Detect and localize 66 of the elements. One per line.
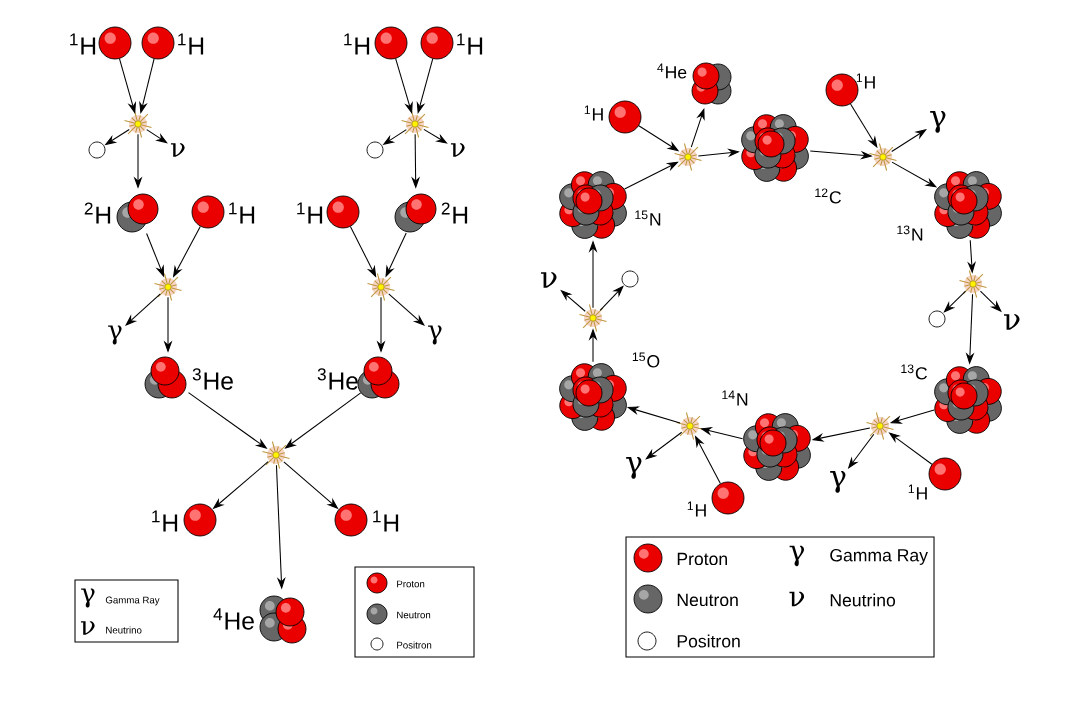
arrow — [146, 129, 168, 144]
nucleus-label: $^{14}$N — [722, 390, 748, 406]
arrow — [891, 129, 927, 152]
particle-symbol: γ — [108, 325, 122, 345]
positron-ball — [366, 141, 384, 159]
nucleus-label: $^{1}$H — [70, 33, 96, 55]
nucleus-label: $^{4}$He — [657, 63, 687, 79]
legend-text: Proton — [677, 552, 727, 566]
nucleus-label: $^{1}$H — [229, 202, 255, 224]
nucleus-label: $^{13}$C — [901, 364, 927, 380]
legend-text: Neutrino — [830, 593, 896, 607]
arrow — [645, 431, 683, 460]
legend-symbol: γ — [81, 588, 95, 608]
nucleus-label: $^{1}$H — [687, 501, 706, 517]
nucleus-label: $^{1}$H — [344, 33, 370, 55]
particle-symbol: ν — [541, 272, 557, 288]
particle-symbol: ν — [170, 143, 185, 157]
nucleus-label: $^{1}$H — [297, 202, 323, 224]
nucleus-label: $^{3}$He — [192, 368, 233, 390]
arrow — [943, 290, 967, 313]
legend-text: Neutron — [397, 611, 431, 619]
nucleus-label: $^{2}$H — [441, 202, 468, 224]
arrow — [125, 293, 161, 326]
positron-ball — [621, 270, 639, 288]
nucleus-label: $^{1}$H — [178, 33, 204, 55]
legend-text: Proton — [397, 580, 425, 588]
particle-symbol: ν — [450, 143, 465, 157]
reaction-star — [123, 109, 153, 138]
arrow — [423, 128, 448, 144]
legend-text: Gamma Ray — [830, 549, 928, 565]
nucleus-label: $^{1}$H — [457, 33, 483, 55]
reaction-star — [401, 109, 430, 138]
legend-text: Neutrino — [106, 626, 142, 634]
nucleus-label: $^{13}$N — [897, 225, 923, 241]
reaction-star — [869, 142, 898, 172]
legend-text: Gamma Ray — [105, 596, 160, 606]
positron-ball — [928, 310, 946, 328]
nucleus-label: $^{1}$H — [908, 484, 927, 500]
nucleus-label: $^{1}$H — [584, 105, 603, 121]
particle-symbol: γ — [830, 471, 846, 493]
legend-text: Neutron — [677, 593, 738, 607]
reaction-star — [367, 272, 396, 301]
nucleus-label: $^{1}$H — [152, 510, 178, 532]
nucleus-label: $^{1}$H — [856, 73, 875, 89]
particle-symbol: γ — [626, 457, 642, 479]
nucleus-label: $^{15}$O — [632, 352, 660, 368]
legend-text: Positron — [397, 641, 432, 649]
nucleus-label: $^{12}$C — [815, 188, 841, 204]
nucleus-label: $^{3}$He — [317, 368, 358, 390]
legend-symbol: ν — [80, 621, 95, 635]
legend-symbol: ν — [789, 591, 805, 607]
reaction-star — [866, 411, 895, 441]
reaction-star — [579, 303, 608, 332]
nucleus-label: $^{1}$H — [373, 510, 399, 532]
legend-symbol: γ — [789, 545, 804, 567]
legend-text: Positron — [677, 634, 740, 648]
particle-symbol: γ — [428, 325, 442, 345]
reaction-star — [153, 272, 183, 301]
reaction-star — [959, 269, 988, 299]
nucleus-label: $^{2}$H — [84, 202, 111, 224]
positron-ball — [88, 141, 106, 159]
nucleus-label: $^{15}$N — [635, 210, 661, 226]
arrow — [416, 58, 434, 114]
particle-symbol: γ — [930, 111, 946, 133]
nucleus-label: $^{4}$He — [213, 608, 254, 630]
particle-symbol: ν — [1004, 314, 1020, 330]
